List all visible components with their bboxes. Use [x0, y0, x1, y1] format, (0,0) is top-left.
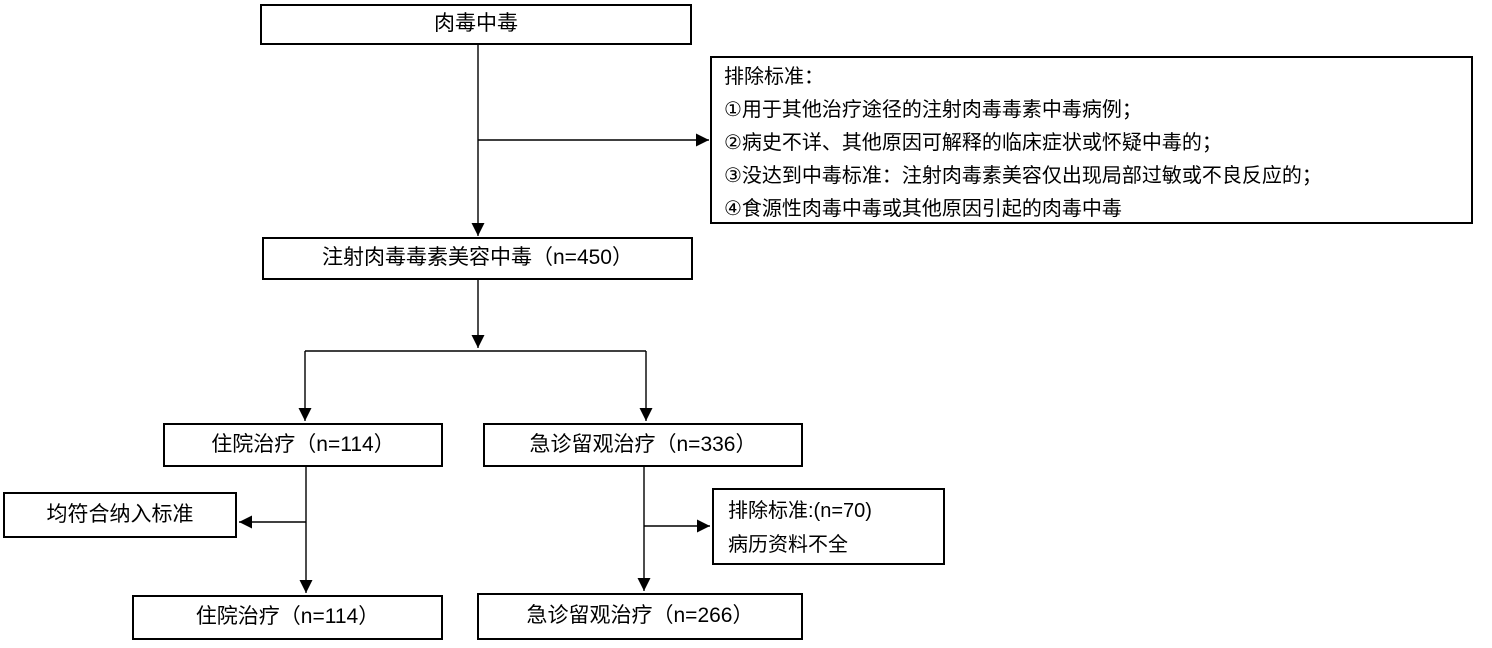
inpatient-final-box: 住院治疗（n=114） [132, 595, 443, 640]
top-box-botulism: 肉毒中毒 [260, 4, 692, 45]
excluded-records-line-1: 排除标准:(n=70) [728, 500, 872, 522]
inclusion-criteria-label: 均符合纳入标准 [46, 502, 194, 526]
inpatient-treatment-box: 住院治疗（n=114） [163, 423, 443, 467]
excluded-records-box: 排除标准:(n=70) 病历资料不全 [712, 488, 945, 565]
exclusion-criteria-item-1: ①用于其他治疗途径的注射肉毒毒素中毒病例； [724, 99, 1142, 121]
exclusion-criteria-box: 排除标准： ①用于其他治疗途径的注射肉毒毒素中毒病例； ②病史不详、其他原因可解… [710, 56, 1473, 224]
inclusion-criteria-box: 均符合纳入标准 [3, 492, 237, 538]
cosmetic-poisoning-box: 注射肉毒毒素美容中毒（n=450） [262, 237, 693, 280]
cosmetic-poisoning-label: 注射肉毒毒素美容中毒（n=450） [322, 246, 633, 270]
exclusion-criteria-title: 排除标准： [724, 66, 824, 88]
inpatient-final-label: 住院治疗（n=114） [195, 605, 380, 629]
er-observation-final-box: 急诊留观治疗（n=266） [477, 593, 803, 640]
excluded-records-line-2: 病历资料不全 [728, 534, 848, 556]
exclusion-criteria-item-4: ④食源性肉毒中毒或其他原因引起的肉毒中毒 [724, 198, 1122, 220]
top-box-label: 肉毒中毒 [434, 12, 518, 36]
er-observation-box: 急诊留观治疗（n=336） [483, 423, 803, 467]
inpatient-treatment-label: 住院治疗（n=114） [211, 432, 395, 456]
exclusion-criteria-item-2: ②病史不详、其他原因可解释的临床症状或怀疑中毒的； [724, 132, 1222, 154]
exclusion-criteria-item-3: ③没达到中毒标准：注射肉毒素美容仅出现局部过敏或不良反应的； [724, 165, 1322, 187]
er-observation-label: 急诊留观治疗（n=336） [529, 432, 757, 456]
er-observation-final-label: 急诊留观治疗（n=266） [526, 604, 754, 628]
